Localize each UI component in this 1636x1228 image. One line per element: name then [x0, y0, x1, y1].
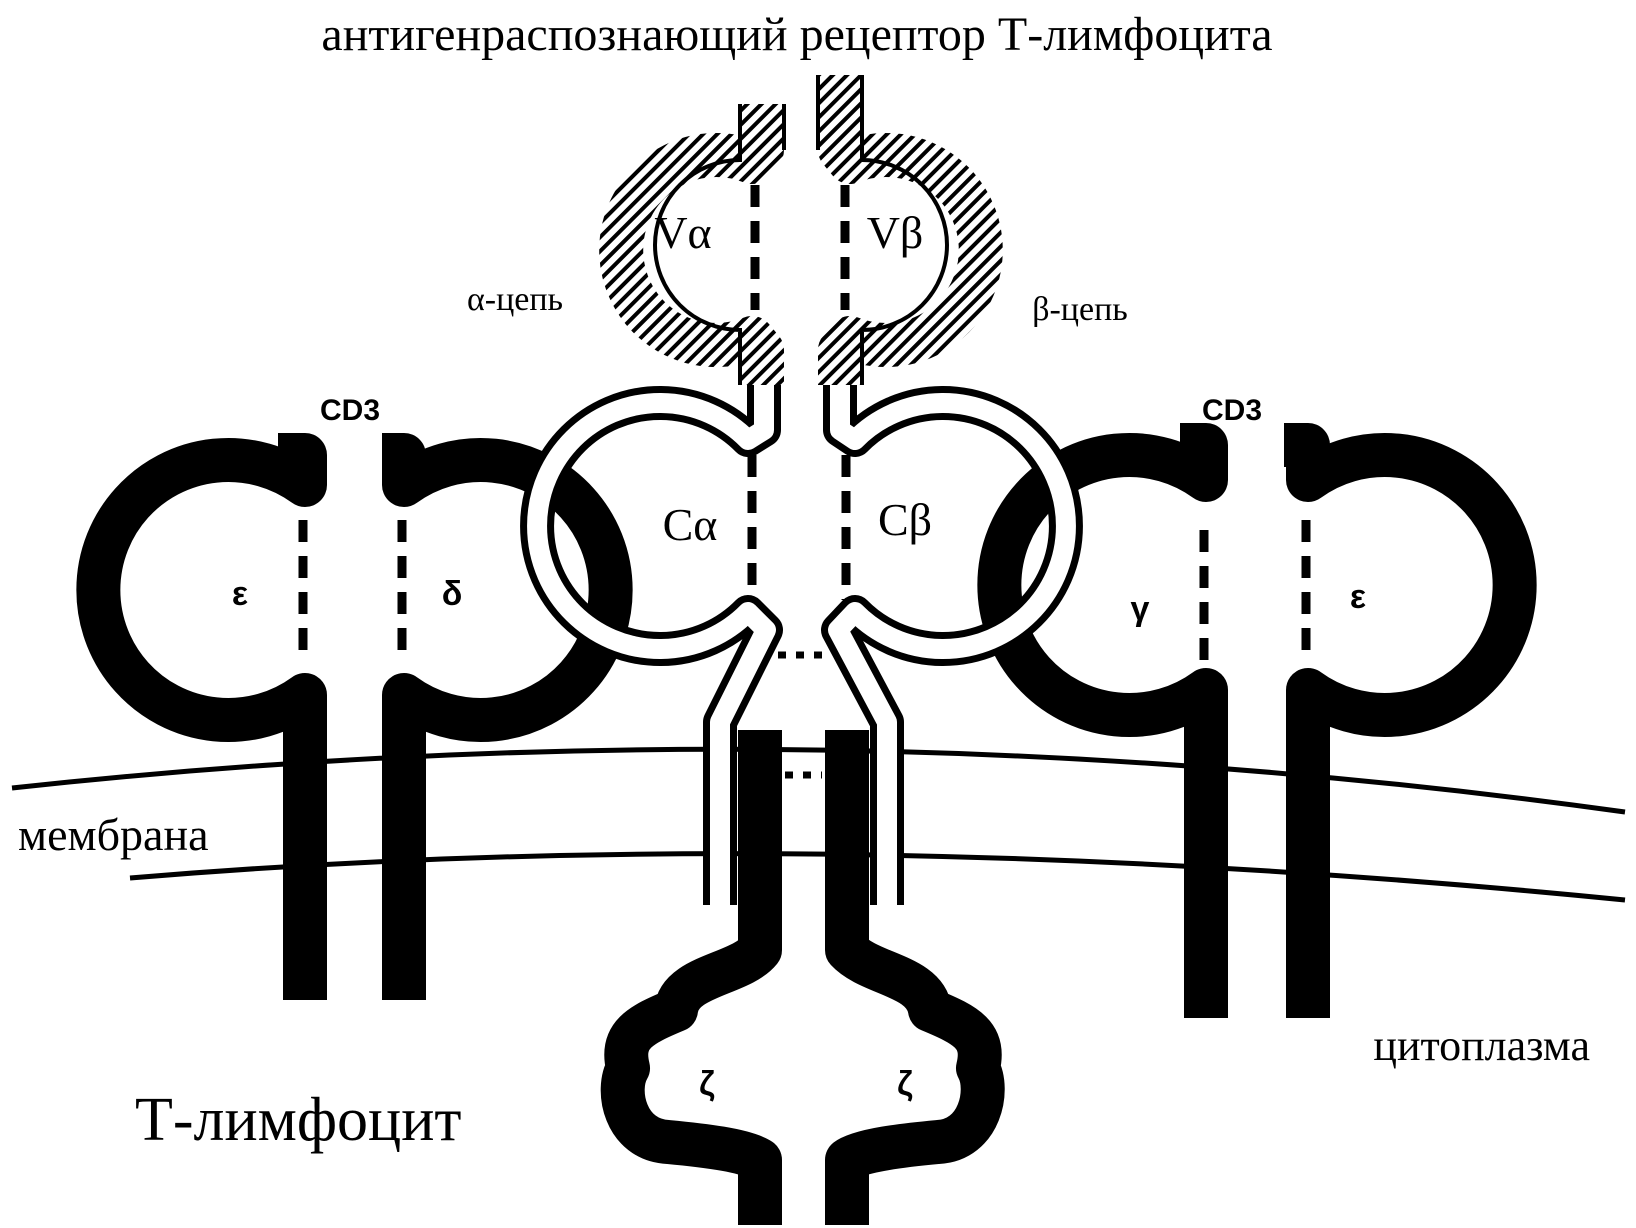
diagram-title: антигенраспознающий рецептор Т-лимфоцита [321, 8, 1272, 61]
label-v-beta: Vβ [867, 207, 924, 258]
label-delta: δ [442, 575, 463, 613]
label-beta-chain: β-цепь [1032, 291, 1128, 328]
tcr-constant-domains [520, 382, 1083, 905]
zeta-dimer [600, 730, 1005, 1225]
zeta-chain-right [825, 730, 1005, 1225]
label-epsilon-right: ε [1350, 578, 1366, 616]
cd3-left-complex [76, 433, 633, 1000]
label-cd3-right: CD3 [1202, 394, 1262, 427]
label-zeta-right: ζ [897, 1065, 913, 1103]
label-membrane: мембрана [18, 809, 209, 860]
label-cytoplasm: цитоплазма [1373, 1021, 1590, 1070]
label-t-lymphocyte: Т-лимфоцит [135, 1086, 462, 1154]
label-c-beta: Cβ [878, 494, 932, 545]
label-gamma: γ [1131, 590, 1150, 628]
cd3-delta-chain [382, 433, 633, 1000]
label-epsilon-left: ε [232, 575, 248, 613]
tcr-variable-domains [599, 75, 1003, 385]
label-v-alpha: Vα [654, 207, 711, 258]
cd3-epsilon-chain-left [76, 433, 327, 1000]
cd3-epsilon-chain-right [1284, 423, 1537, 1018]
label-cd3-left: CD3 [320, 394, 380, 427]
label-c-alpha: Cα [663, 499, 718, 550]
label-zeta-left: ζ [699, 1065, 715, 1103]
cd3-gamma-chain [977, 423, 1228, 1018]
zeta-chain-left [600, 730, 782, 1225]
cell-membrane [11, 746, 1626, 903]
cd3-right-complex [977, 423, 1537, 1018]
label-alpha-chain: α-цепь [467, 281, 563, 318]
